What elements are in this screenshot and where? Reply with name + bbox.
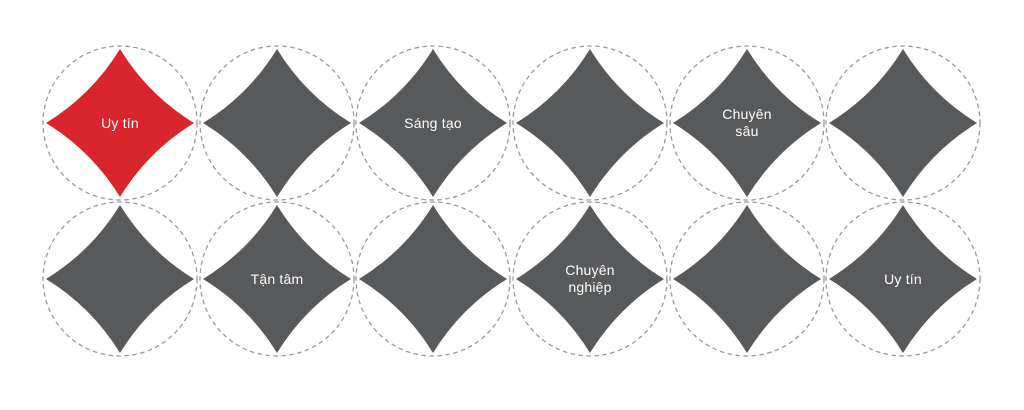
value-tile <box>41 200 199 358</box>
star-icon <box>359 205 507 353</box>
tile-graphic <box>669 45 825 201</box>
dashed-ring <box>42 201 198 357</box>
star-icon <box>203 49 351 197</box>
star-icon <box>359 49 507 197</box>
star-icon <box>46 205 194 353</box>
value-tile <box>668 200 826 358</box>
dashed-ring <box>825 201 981 357</box>
star-icon <box>673 49 821 197</box>
star-icon <box>673 205 821 353</box>
highlighted-star-icon <box>46 49 194 197</box>
value-tile <box>198 44 356 202</box>
dashed-ring <box>355 45 511 201</box>
value-tile <box>511 44 669 202</box>
tile-graphic <box>669 201 825 357</box>
dashed-ring <box>669 45 825 201</box>
dashed-ring <box>512 201 668 357</box>
tile-graphic <box>355 45 511 201</box>
dashed-ring <box>669 201 825 357</box>
tile-graphic <box>42 45 198 201</box>
tile-graphic <box>512 45 668 201</box>
dashed-ring <box>512 45 668 201</box>
star-icon <box>829 49 977 197</box>
value-tile: Uy tín <box>824 200 982 358</box>
star-icon <box>516 205 664 353</box>
dashed-ring <box>355 201 511 357</box>
value-tile: Chuyên nghiệp <box>511 200 669 358</box>
tile-graphic <box>512 201 668 357</box>
value-tile: Sáng tạo <box>354 44 512 202</box>
dashed-ring <box>825 45 981 201</box>
value-tile: Uy tín <box>41 44 199 202</box>
value-tile <box>354 200 512 358</box>
tile-graphic <box>825 45 981 201</box>
dashed-ring <box>199 45 355 201</box>
tile-graphic <box>355 201 511 357</box>
tile-graphic <box>199 201 355 357</box>
star-icon <box>203 205 351 353</box>
value-tile: Chuyên sâu <box>668 44 826 202</box>
tile-graphic <box>825 201 981 357</box>
tile-graphic <box>199 45 355 201</box>
value-tile: Tận tâm <box>198 200 356 358</box>
tile-graphic <box>42 201 198 357</box>
value-tile <box>824 44 982 202</box>
star-icon <box>829 205 977 353</box>
star-icon <box>516 49 664 197</box>
dashed-ring <box>199 201 355 357</box>
dashed-ring <box>42 45 198 201</box>
